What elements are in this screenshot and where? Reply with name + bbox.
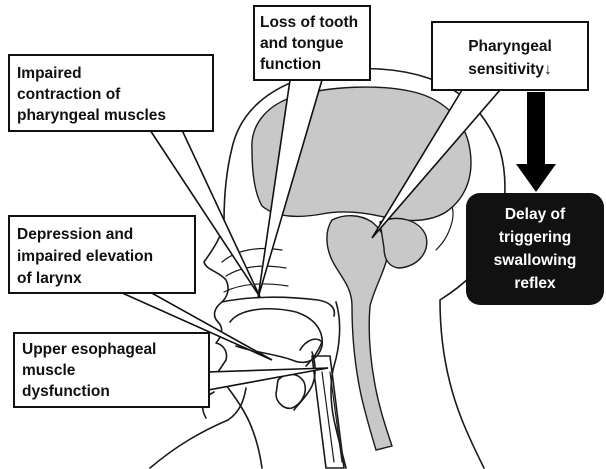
callout-pharyngeal-muscles: Impaired contraction of pharyngeal muscl… — [9, 55, 213, 131]
callout-pharyngeal-muscles-line-3: pharyngeal muscles — [17, 107, 166, 124]
result-line-4: reflex — [514, 275, 556, 292]
callout-pharyngeal-sensitivity: Pharyngeal sensitivity↓ — [432, 22, 588, 90]
callout-tooth-tongue-line-1: Loss of tooth — [260, 14, 358, 31]
down-arrow — [516, 92, 556, 192]
trachea — [312, 356, 344, 468]
hard-palate — [222, 297, 334, 316]
result-line-1: Delay of — [505, 206, 566, 223]
callout-larynx-line-2: impaired elevation — [17, 248, 153, 265]
cerebellum — [380, 218, 427, 268]
tongue — [230, 309, 322, 363]
pointer-esophageal — [208, 368, 328, 390]
callout-esophageal-line-3: dysfunction — [22, 383, 110, 400]
result-line-2: triggering — [499, 229, 571, 246]
callout-tooth-tongue-line-3: function — [260, 56, 321, 73]
callout-esophageal: Upper esophageal muscle dysfunction — [14, 333, 209, 407]
callout-tooth-tongue-line-2: and tongue — [260, 35, 344, 52]
callout-larynx: Depression and impaired elevation of lar… — [9, 216, 195, 293]
result-line-3: swallowing — [494, 252, 577, 269]
result-reflex-delay: Delay of triggering swallowing reflex — [466, 193, 604, 305]
callout-tooth-tongue: Loss of tooth and tongue function — [254, 6, 370, 80]
callout-esophageal-line-1: Upper esophageal — [22, 341, 156, 358]
callout-pharyngeal-muscles-line-2: contraction of — [17, 86, 121, 103]
callout-pharyngeal-sensitivity-line-2: sensitivity↓ — [468, 61, 552, 78]
larynx — [276, 374, 305, 408]
callout-larynx-line-1: Depression and — [17, 226, 133, 243]
esophagus — [322, 372, 342, 462]
callout-esophageal-line-2: muscle — [22, 362, 76, 379]
callout-pharyngeal-muscles-line-1: Impaired — [17, 65, 82, 82]
callout-larynx-line-3: of larynx — [17, 270, 82, 287]
callout-pharyngeal-sensitivity-line-1: Pharyngeal — [468, 38, 552, 55]
